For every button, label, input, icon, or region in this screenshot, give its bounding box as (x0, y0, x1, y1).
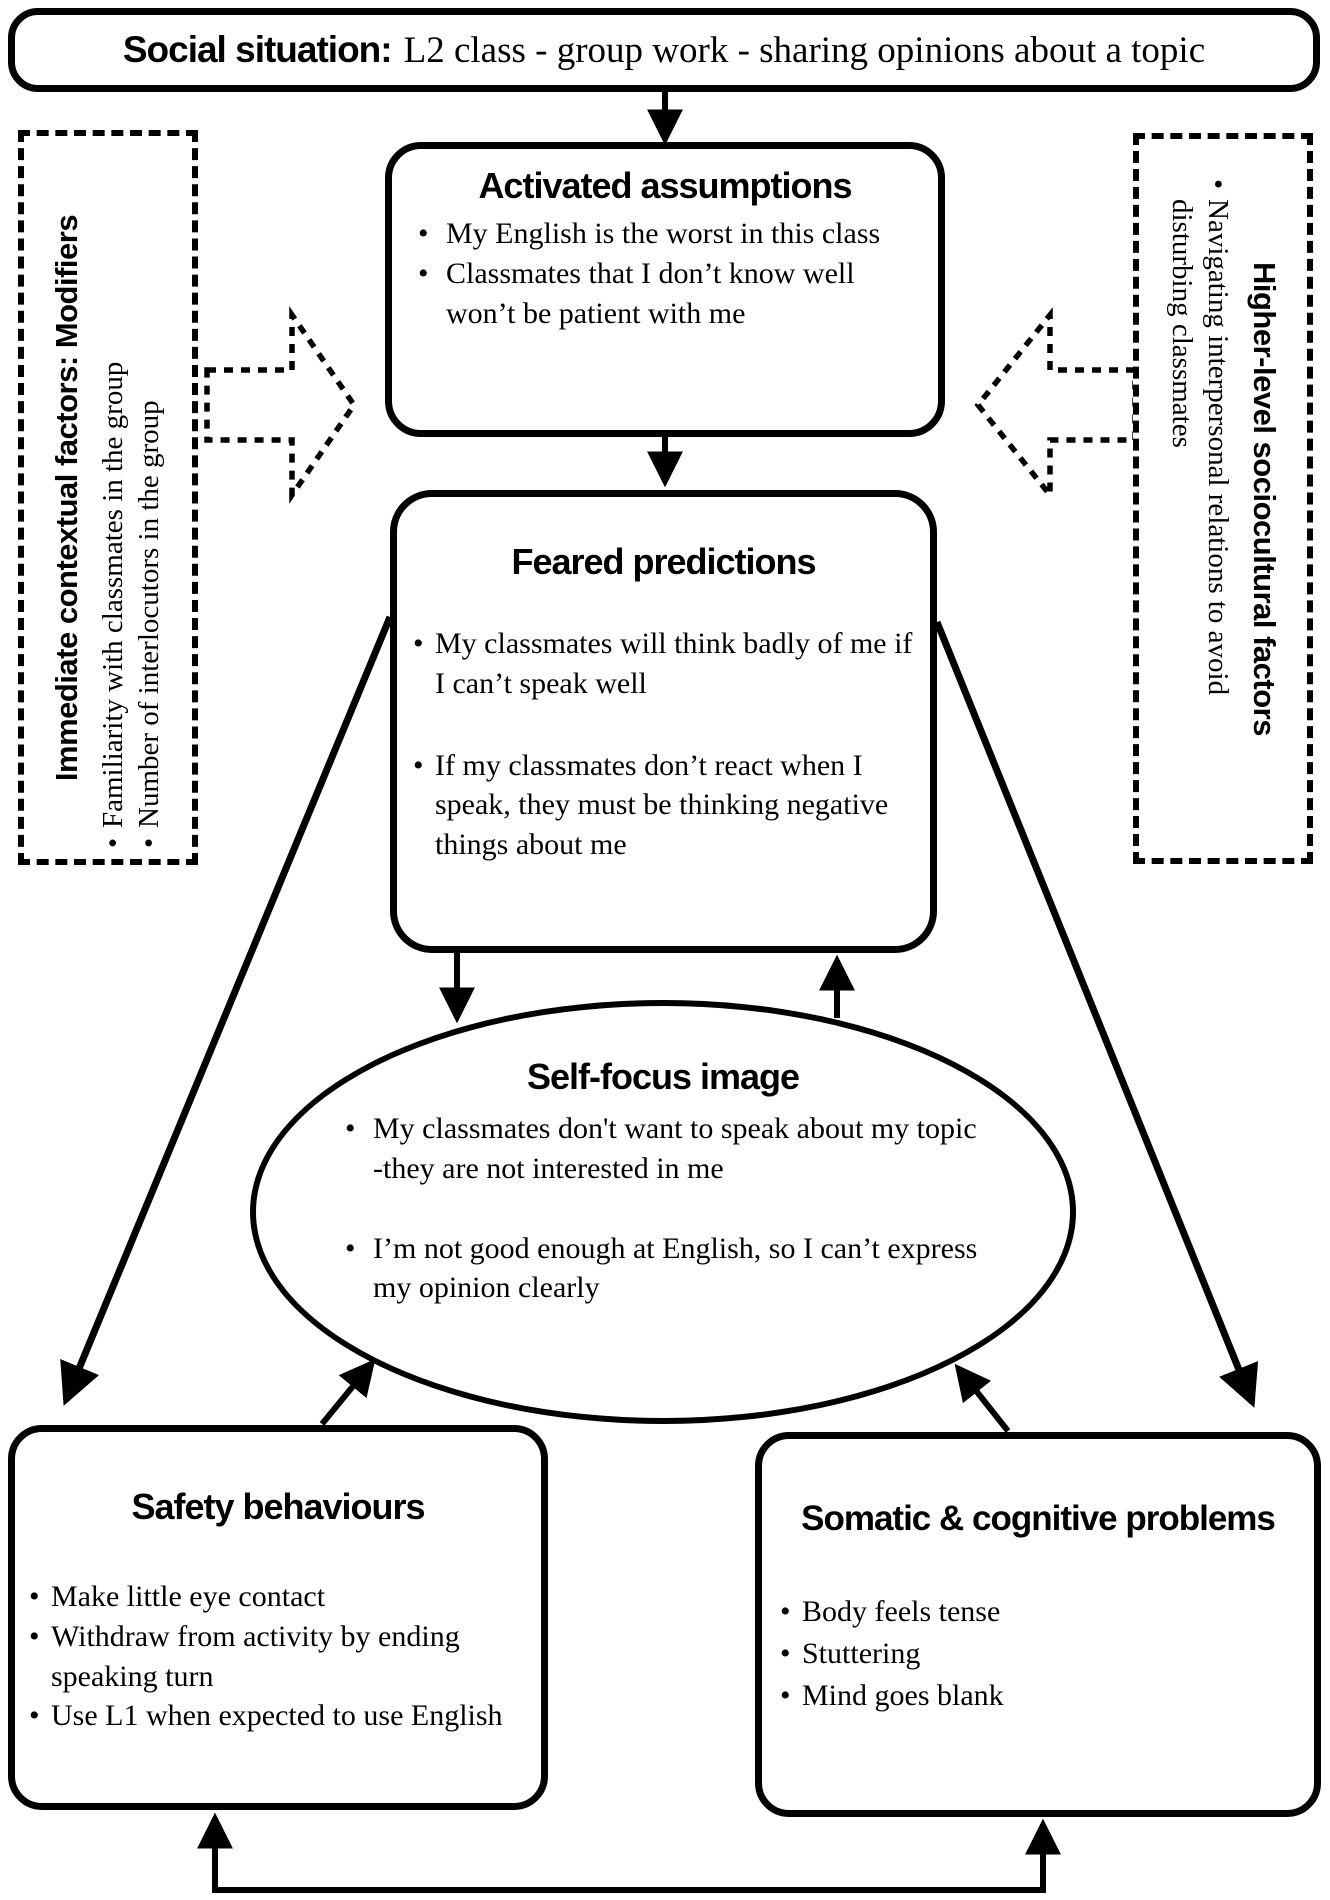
social-situation-label: Social situation: (122, 29, 393, 70)
higher-level-sociocultural-factors-content: Higher-level sociocultural factors • Nav… (1164, 179, 1282, 819)
self-focus-image-title: Self-focus image (526, 1056, 800, 1097)
bullet-icon: • (1202, 178, 1235, 189)
dashed-arrow-left-modifiers (204, 306, 358, 504)
arrow-feedback-loop-bottom (197, 1812, 1061, 1893)
safety-behaviours-box: Safety behaviours • Make little eye cont… (8, 1425, 548, 1810)
activated-assumptions-list: • My English is the worst in this class … (392, 214, 938, 333)
list-item-text: My classmates will think badly of me if … (435, 627, 913, 700)
list-item: • Make little eye contact (29, 1577, 533, 1617)
bullet-icon: • (780, 1679, 791, 1713)
feared-predictions-list: • My classmates will think badly of me i… (397, 624, 930, 864)
social-situation-text: L2 class - group work - sharing opinions… (403, 29, 1206, 71)
self-focus-image-list: • My classmates don't want to speak abou… (343, 1109, 983, 1307)
bullet-icon: • (780, 1595, 791, 1629)
list-item: • Stuttering (780, 1633, 1306, 1675)
list-item-text: Classmates that I don’t know well won’t … (446, 256, 855, 330)
list-item: • If my classmates don’t react when I sp… (413, 746, 924, 865)
list-item: • Familiarity with classmates in the gro… (95, 148, 131, 848)
feared-predictions-box: Feared predictions • My classmates will … (390, 490, 937, 953)
bullet-icon: • (418, 256, 429, 290)
list-item-text: Stuttering (802, 1637, 921, 1671)
list-item-text: Mind goes blank (802, 1679, 1004, 1713)
list-item: • Navigating interpersonal relations to … (1164, 179, 1237, 819)
list-item-text: Use L1 when expected to use English (51, 1699, 503, 1733)
bullet-icon: • (780, 1637, 791, 1671)
list-item-text: Withdraw from activity by ending speakin… (51, 1619, 460, 1693)
somatic-cognitive-problems-title: Somatic & cognitive problems (801, 1499, 1276, 1538)
list-item-text: Navigating interpersonal relations to av… (1166, 198, 1235, 695)
immediate-contextual-factors-title: Immediate contextual factors: Modifiers (48, 214, 84, 781)
safety-behaviours-title: Safety behaviours (131, 1486, 425, 1527)
higher-level-sociocultural-factors-title: Higher-level sociocultural factors (1247, 261, 1283, 736)
list-item-text: My classmates don't want to speak about … (373, 1112, 977, 1185)
higher-level-sociocultural-factors-panel: Higher-level sociocultural factors • Nav… (1133, 133, 1313, 864)
bullet-icon: • (345, 1112, 356, 1146)
list-item-text: Make little eye contact (51, 1580, 326, 1614)
arrow-somatic-to-selffocus (954, 1363, 1011, 1433)
immediate-contextual-factors-content: Immediate contextual factors: Modifiers … (48, 148, 168, 848)
list-item: • Mind goes blank (780, 1675, 1306, 1717)
somatic-cognitive-problems-list: • Body feels tense • Stuttering • Mind g… (762, 1591, 1314, 1717)
list-item: • I’m not good enough at English, so I c… (343, 1229, 983, 1308)
list-item: • Use L1 when expected to use English (29, 1696, 533, 1736)
list-item: • My English is the worst in this class (412, 214, 930, 254)
bullet-icon: • (418, 217, 429, 251)
list-item: • My classmates will think badly of me i… (413, 624, 924, 703)
bullet-icon: • (29, 1619, 40, 1653)
self-focus-image-ellipse: Self-focus image • My classmates don't w… (250, 1000, 1076, 1424)
bullet-icon: • (413, 748, 424, 782)
list-item: • Classmates that I don’t know well won’… (412, 254, 930, 333)
list-item: • Withdraw from activity by ending speak… (29, 1617, 533, 1696)
list-item-text: If my classmates don’t react when I spea… (435, 748, 889, 861)
list-item: • My classmates don't want to speak abou… (343, 1109, 983, 1188)
bullet-icon: • (413, 627, 424, 661)
arrow-safety-to-selffocus (319, 1358, 376, 1426)
dashed-arrow-right-sociocultural (974, 307, 1138, 503)
bullet-icon: • (29, 1580, 40, 1614)
bullet-icon: • (345, 1231, 356, 1265)
safety-behaviours-list: • Make little eye contact • Withdraw fro… (15, 1577, 541, 1735)
activated-assumptions-box: Activated assumptions • My English is th… (385, 142, 945, 437)
list-item: • Body feels tense (780, 1591, 1306, 1633)
activated-assumptions-title: Activated assumptions (478, 165, 852, 206)
immediate-contextual-factors-list: • Familiarity with classmates in the gro… (95, 148, 168, 848)
list-item-text: Body feels tense (802, 1595, 1001, 1629)
bullet-icon: • (96, 837, 129, 848)
social-situation-box: Social situation: L2 class - group work … (8, 8, 1320, 92)
somatic-cognitive-problems-box: Somatic & cognitive problems • Body feel… (755, 1432, 1321, 1817)
list-item-text: Number of interlocutors in the group (132, 399, 165, 828)
list-item-text: Familiarity with classmates in the group (96, 361, 129, 828)
feared-predictions-title: Feared predictions (511, 541, 816, 582)
list-item: • Number of interlocutors in the group (131, 148, 167, 848)
higher-level-sociocultural-factors-list: • Navigating interpersonal relations to … (1164, 179, 1237, 819)
immediate-contextual-factors-panel: Immediate contextual factors: Modifiers … (18, 130, 198, 865)
bullet-icon: • (29, 1699, 40, 1733)
list-item-text: My English is the worst in this class (446, 217, 881, 251)
bullet-icon: • (132, 837, 165, 848)
list-item-text: I’m not good enough at English, so I can… (373, 1231, 978, 1305)
